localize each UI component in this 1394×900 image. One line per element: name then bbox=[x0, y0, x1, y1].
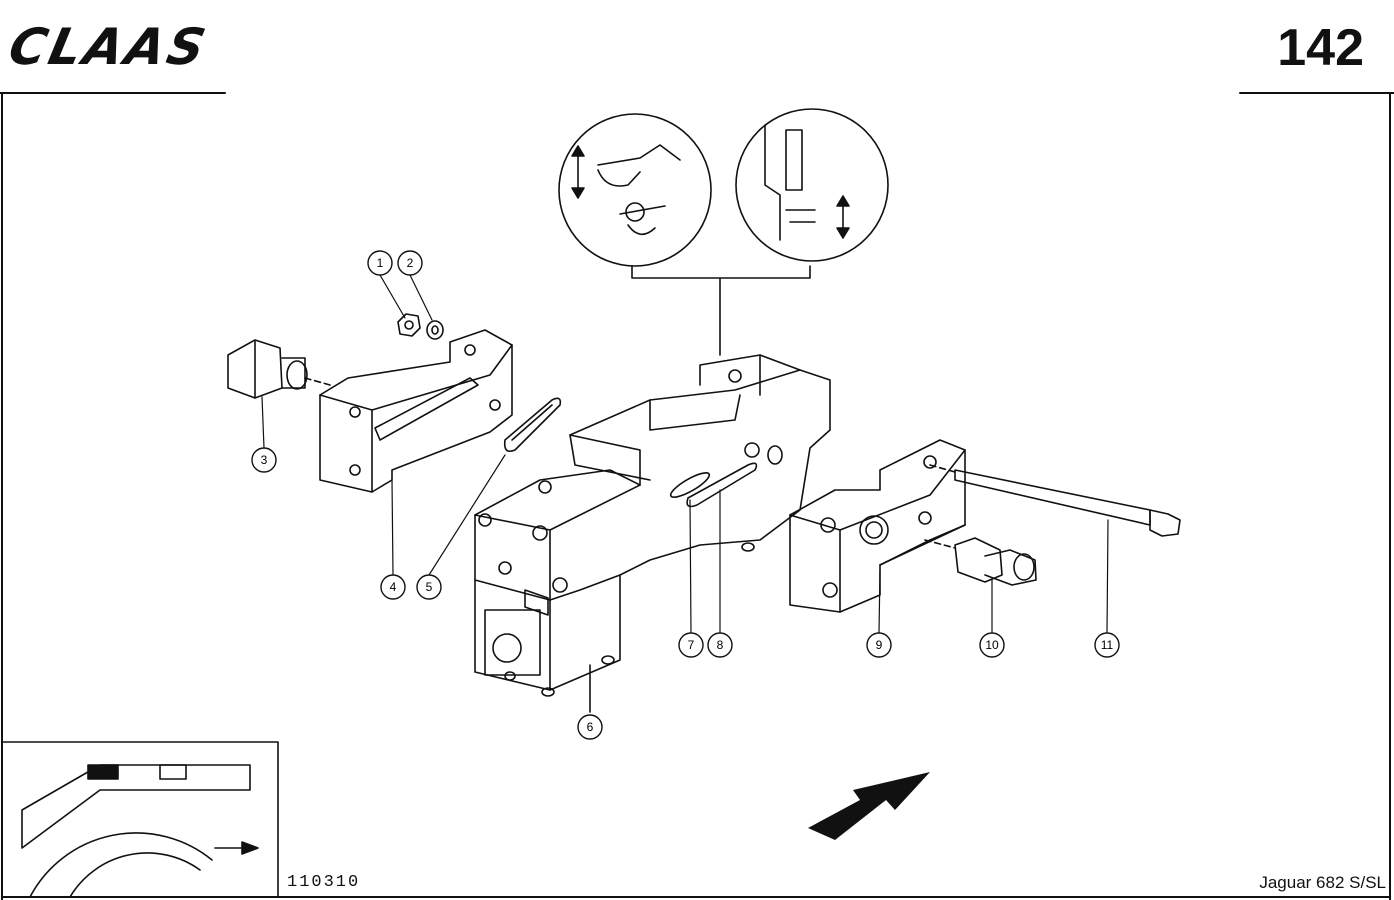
nut-part-1 bbox=[397, 313, 421, 337]
callout-8: 8 bbox=[707, 632, 733, 658]
fitting-part-3 bbox=[227, 339, 331, 399]
callout-5: 5 bbox=[416, 574, 442, 600]
callout-label: 10 bbox=[985, 638, 999, 652]
view-direction-arrow bbox=[808, 772, 930, 840]
callout-1: 1 bbox=[367, 250, 393, 276]
washer-part-2 bbox=[426, 320, 444, 340]
callout-label: 9 bbox=[876, 638, 883, 652]
callout-label: 1 bbox=[377, 256, 384, 270]
callout-label: 3 bbox=[261, 453, 268, 467]
callout-label: 6 bbox=[587, 720, 594, 734]
valve-block-part-6 bbox=[474, 354, 831, 713]
slotted-plate-part-4 bbox=[319, 329, 513, 493]
detail-views bbox=[558, 108, 889, 356]
callout-6: 6 bbox=[577, 714, 603, 740]
callout-label: 4 bbox=[390, 580, 397, 594]
callout-label: 7 bbox=[688, 638, 695, 652]
leader-lines bbox=[261, 274, 1109, 634]
seal-part-5 bbox=[503, 397, 562, 453]
callout-2: 2 bbox=[397, 250, 423, 276]
bolt-part-11 bbox=[929, 464, 1181, 537]
callout-group: 1 2 3 4 5 6 7 8 9 10 11 bbox=[251, 250, 1120, 740]
page-frame bbox=[0, 92, 1394, 900]
callout-7: 7 bbox=[678, 632, 704, 658]
callout-label: 8 bbox=[717, 638, 724, 652]
callout-label: 5 bbox=[426, 580, 433, 594]
callout-11: 11 bbox=[1094, 632, 1120, 658]
seal-part-7 bbox=[686, 462, 758, 508]
callout-10: 10 bbox=[979, 632, 1005, 658]
page-number: 142 bbox=[1277, 19, 1364, 77]
callout-label: 11 bbox=[1101, 638, 1114, 652]
end-plate-part-9 bbox=[789, 439, 966, 613]
machine-overview-inset bbox=[1, 741, 279, 898]
callout-4: 4 bbox=[380, 574, 406, 600]
callout-3: 3 bbox=[251, 447, 277, 473]
callout-9: 9 bbox=[866, 632, 892, 658]
plug-part-10 bbox=[924, 537, 1037, 586]
document-number: 110310 bbox=[287, 873, 361, 892]
model-label: Jaguar 682 S/SL bbox=[1259, 873, 1386, 892]
callout-label: 2 bbox=[407, 256, 414, 270]
